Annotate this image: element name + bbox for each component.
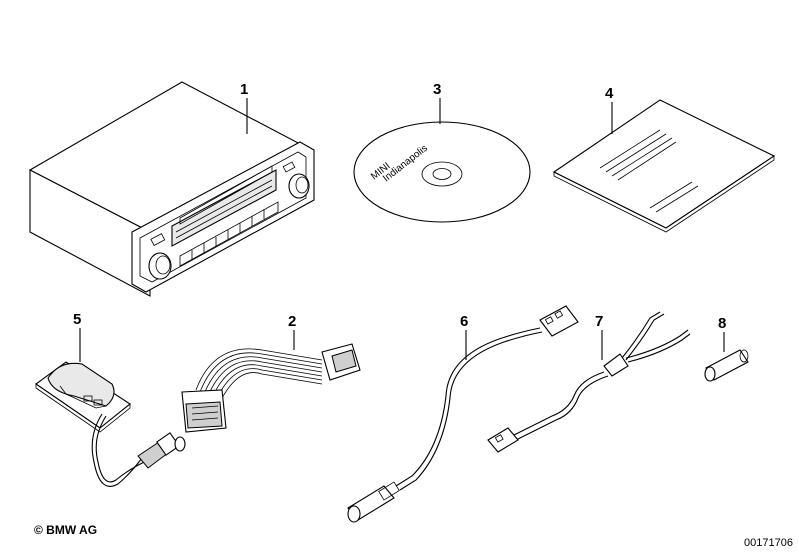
instruction-manual: 4 bbox=[552, 85, 776, 233]
radio-head-unit: 1 bbox=[28, 81, 315, 297]
part-number-6: 6 bbox=[460, 313, 468, 330]
part-number-7: 7 bbox=[595, 313, 603, 330]
part-number-3: 3 bbox=[433, 81, 441, 98]
part-number-8: 8 bbox=[718, 315, 726, 332]
tuning-knob bbox=[288, 173, 310, 199]
adapter-wiring-harness: 2 bbox=[181, 313, 361, 433]
y-cable: 7 bbox=[487, 311, 691, 453]
volume-knob bbox=[148, 252, 172, 280]
part-number-1: 1 bbox=[240, 81, 248, 98]
part-number-4: 4 bbox=[605, 85, 614, 102]
antenna-cable: 6 bbox=[347, 305, 579, 523]
part-number-5: 5 bbox=[73, 311, 81, 328]
sleeve: 8 bbox=[704, 315, 749, 382]
navigation-cd: MINI Indianapolis 3 bbox=[353, 81, 531, 223]
document-number: 00171706 bbox=[744, 537, 793, 549]
copyright-notice: © BMW AG bbox=[34, 523, 98, 537]
radio-buttons bbox=[179, 165, 279, 267]
part-number-2: 2 bbox=[288, 313, 296, 330]
gps-antenna: 5 bbox=[35, 311, 186, 487]
